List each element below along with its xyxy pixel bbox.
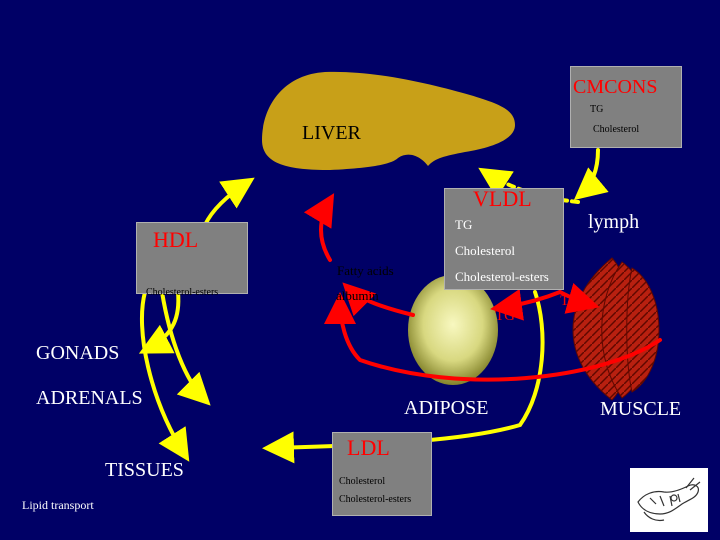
arrow-hdl-to-gonads bbox=[138, 290, 181, 354]
liver-label: LIVER bbox=[302, 122, 361, 144]
arrow-cmcons-to-liver bbox=[478, 167, 580, 204]
arrow-tg-to-muscle bbox=[558, 283, 600, 314]
muscle-shape bbox=[572, 257, 660, 401]
tissues-label: TISSUES bbox=[105, 459, 184, 481]
vldl-item-tg: TG bbox=[455, 217, 473, 232]
ldl-title: LDL bbox=[347, 435, 390, 460]
cmcons-item-cholesterol: Cholesterol bbox=[593, 124, 640, 135]
arrow-tg-to-adipose bbox=[490, 288, 562, 321]
hand-sketch-icon bbox=[630, 468, 708, 532]
arrow-muscle-to-albumin bbox=[324, 292, 662, 382]
adipose-label: ADIPOSE bbox=[404, 397, 489, 419]
arrow-hdl-to-liver bbox=[203, 177, 255, 227]
cmcons-title: CMCONS bbox=[573, 76, 658, 98]
cmcons-box bbox=[570, 66, 682, 148]
hdl-title: HDL bbox=[153, 227, 199, 252]
hdl-box bbox=[136, 222, 248, 294]
muscle-tg-label: TG bbox=[560, 293, 580, 309]
vldl-item-cholesterol-esters: Cholesterol-esters bbox=[455, 269, 549, 284]
ldl-box bbox=[332, 432, 432, 516]
vldl-item-cholesterol: Cholesterol bbox=[455, 243, 515, 258]
muscle-label: MUSCLE bbox=[600, 398, 682, 420]
vldl-title: VLDL bbox=[473, 186, 532, 211]
liver-shape bbox=[262, 71, 515, 170]
adipose-cell bbox=[408, 275, 498, 385]
gonads-label: GONADS bbox=[36, 342, 120, 364]
fatty-acids-label: Fatty acids bbox=[337, 263, 394, 278]
vldl-box bbox=[444, 188, 564, 290]
albumin-label: albumin bbox=[336, 288, 379, 303]
arrow-cmcons-to-lymph bbox=[573, 148, 609, 201]
arrow-hdl-to-tissues bbox=[139, 290, 190, 462]
arrow-albumin-to-liver bbox=[303, 193, 335, 262]
ldl-item-cholesterol: Cholesterol bbox=[339, 476, 386, 487]
ldl-item-cholesterol-esters: Cholesterol-esters bbox=[339, 494, 412, 505]
arrow-adipose-to-albumin bbox=[342, 282, 415, 317]
arrow-hdl-to-adrenals bbox=[160, 290, 211, 406]
cmcons-item-tg: TG bbox=[590, 104, 604, 115]
footer-caption: Lipid transport bbox=[22, 498, 94, 512]
adrenals-label: ADRENALS bbox=[36, 387, 143, 409]
adipose-tg-label: TG bbox=[495, 308, 515, 324]
hdl-item-cholesterol-esters: Cholesterol-esters bbox=[146, 287, 219, 298]
lymph-label: lymph bbox=[588, 211, 640, 233]
